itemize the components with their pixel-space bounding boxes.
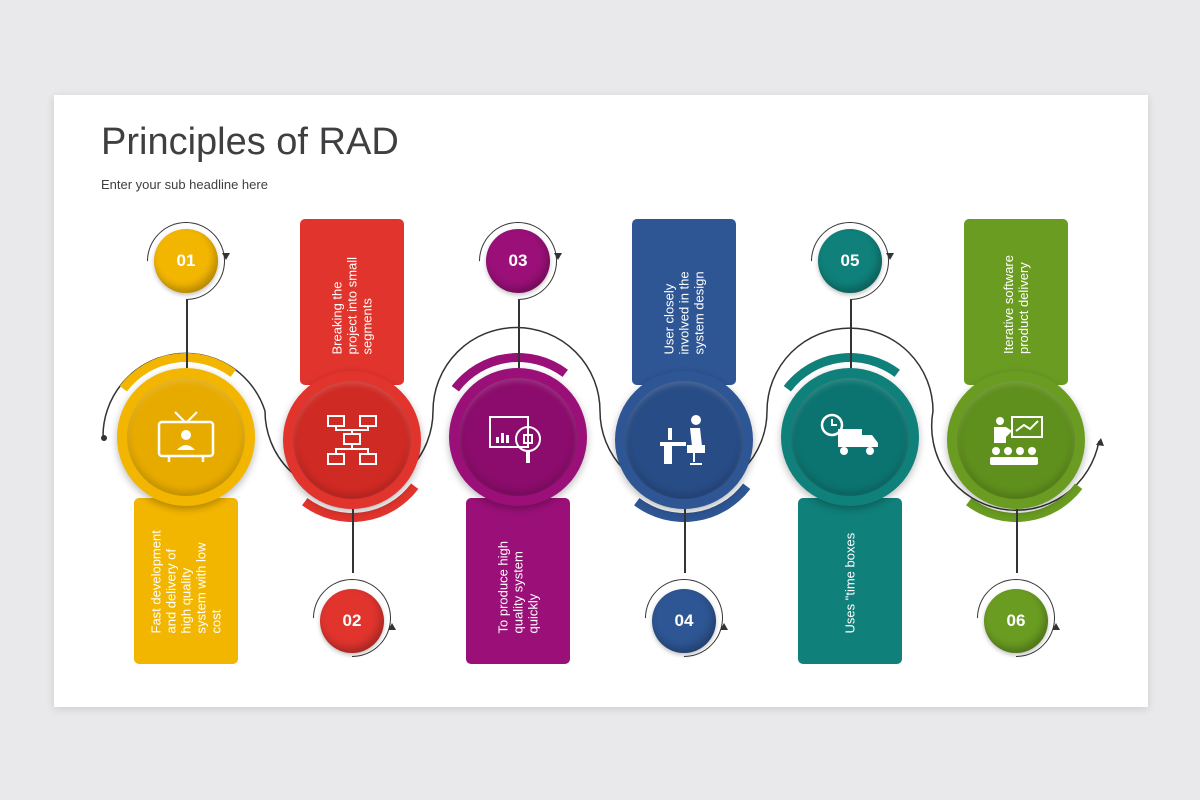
step-1-number: 01 — [154, 229, 218, 293]
step-1-arrow-icon — [222, 253, 230, 260]
step-4-arrow-icon — [720, 623, 728, 630]
step-6-connector — [1016, 509, 1018, 573]
step-6-card: Iterative software product delivery — [964, 219, 1068, 385]
user-at-desk-icon — [660, 415, 705, 465]
step-4-text: User closely involved in the system desi… — [661, 270, 707, 354]
step-3-text: To produce high quality system quickly — [495, 540, 541, 633]
step-5-circle — [781, 368, 919, 506]
step-1-connector — [186, 300, 188, 368]
step-2-connector — [352, 509, 354, 573]
step-2-arrow-icon — [388, 623, 396, 630]
step-5-card: Uses "time boxes — [798, 498, 902, 664]
step-3-connector — [518, 300, 520, 368]
wave-connector — [101, 326, 1104, 512]
step-1-circle — [117, 368, 255, 506]
step-4-connector — [684, 509, 686, 573]
tv-presenter-icon — [157, 411, 215, 462]
page-subtitle: Enter your sub headline here — [101, 177, 268, 192]
presentation-audience-icon — [990, 416, 1043, 465]
magnifier-analysis-icon — [489, 416, 541, 463]
step-5-connector — [850, 300, 852, 368]
step-1-text: Fast development and delivery of high qu… — [148, 529, 224, 633]
step-5-arrow-icon — [886, 253, 894, 260]
step-1-card: Fast development and delivery of high qu… — [134, 498, 238, 664]
slide: Principles of RAD Enter your sub headlin… — [54, 95, 1148, 707]
step-6-text: Iterative software product delivery — [1001, 255, 1031, 354]
step-3-card: To produce high quality system quickly — [466, 498, 570, 664]
step-4-number: 04 — [652, 589, 716, 653]
step-4-card: User closely involved in the system desi… — [632, 219, 736, 385]
step-2-circle — [283, 371, 421, 509]
step-2-card: Breaking the project into small segments — [300, 219, 404, 385]
step-5-text: Uses "time boxes — [842, 532, 858, 633]
step-3-arrow-icon — [554, 253, 562, 260]
step-6-number: 06 — [984, 589, 1048, 653]
step-3-number: 03 — [486, 229, 550, 293]
delivery-truck-clock-icon — [820, 413, 878, 455]
flowchart-icon — [327, 415, 377, 465]
step-6-circle — [947, 371, 1085, 509]
step-3-circle — [449, 368, 587, 506]
step-5-number: 05 — [818, 229, 882, 293]
step-6-arrow-icon — [1052, 623, 1060, 630]
step-2-number: 02 — [320, 589, 384, 653]
step-2-text: Breaking the project into small segments — [329, 256, 375, 354]
step-4-circle — [615, 371, 753, 509]
page-title: Principles of RAD — [101, 121, 399, 163]
